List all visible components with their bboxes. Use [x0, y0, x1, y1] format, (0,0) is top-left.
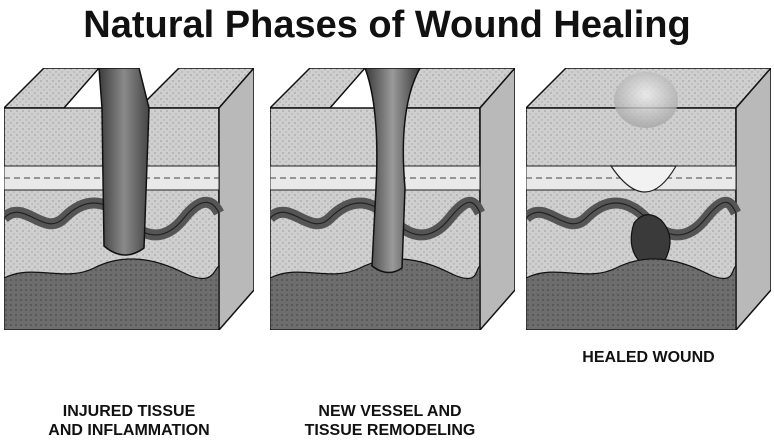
caption-new-vessel: NEW VESSEL AND TISSUE REMODELING: [275, 402, 505, 440]
caption-line: HEALED WOUND: [531, 348, 766, 367]
caption-line: TISSUE REMODELING: [275, 421, 505, 440]
caption-line: INJURED TISSUE: [14, 402, 244, 421]
caption-healed-wound: HEALED WOUND: [531, 348, 766, 367]
panel-new-vessel: NEW VESSEL AND TISSUE REMODELING: [270, 68, 515, 330]
injured-tissue-illustration: [4, 68, 254, 330]
page-title: Natural Phases of Wound Healing: [0, 4, 774, 47]
panel-injured-tissue: INJURED TISSUE AND INFLAMMATION: [4, 68, 254, 330]
new-vessel-illustration: [270, 68, 515, 330]
caption-line: AND INFLAMMATION: [14, 421, 244, 440]
caption-line: NEW VESSEL AND: [275, 402, 505, 421]
caption-injured-tissue: INJURED TISSUE AND INFLAMMATION: [14, 402, 244, 440]
panel-healed-wound: HEALED WOUND: [526, 68, 771, 330]
healed-wound-illustration: [526, 68, 771, 330]
